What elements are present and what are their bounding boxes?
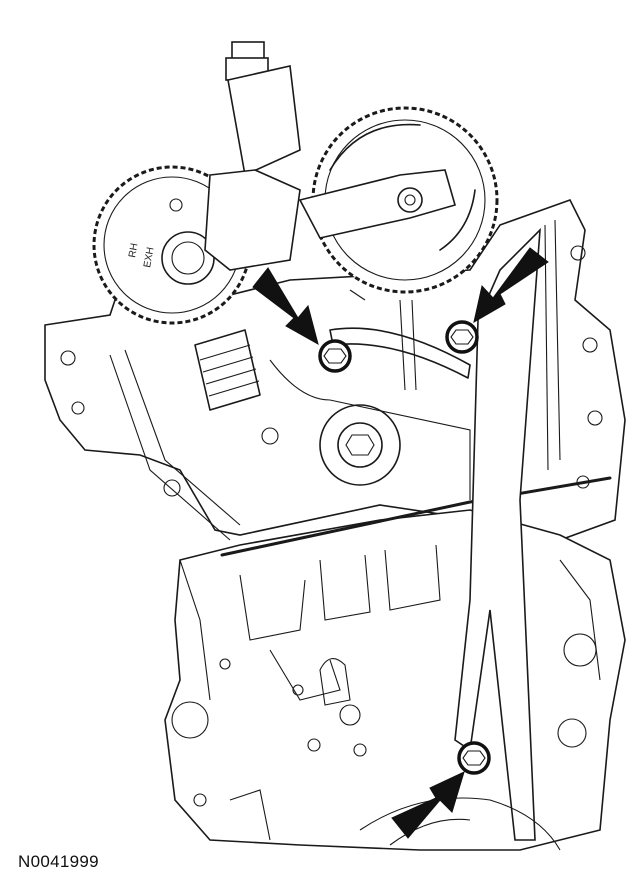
block-detail-lines: [179, 544, 601, 851]
chain-tensioner-arm: [329, 327, 471, 379]
arrow-upper-left: [252, 267, 319, 346]
timing-chain-guide: [454, 227, 541, 841]
bolt-upper-right: [445, 320, 479, 354]
parting-line: [220, 476, 612, 557]
central-boss: [319, 404, 401, 486]
camshaft-holding-tool: [298, 169, 456, 239]
arrow-upper-right: [473, 247, 549, 324]
gear-marking-rh: RH: [127, 242, 140, 258]
vct-solenoid: [204, 41, 301, 271]
arrow-lower: [391, 771, 465, 839]
gear-marking-exh: EXH: [142, 246, 156, 268]
tensioner-spring: [194, 329, 261, 411]
figure-id-label: N0041999: [18, 852, 99, 871]
cover-bolt-holes: [60, 245, 603, 807]
cover-detail-lines: [109, 219, 561, 541]
bolt-lower: [457, 741, 491, 775]
bolt-upper-left: [318, 339, 352, 373]
